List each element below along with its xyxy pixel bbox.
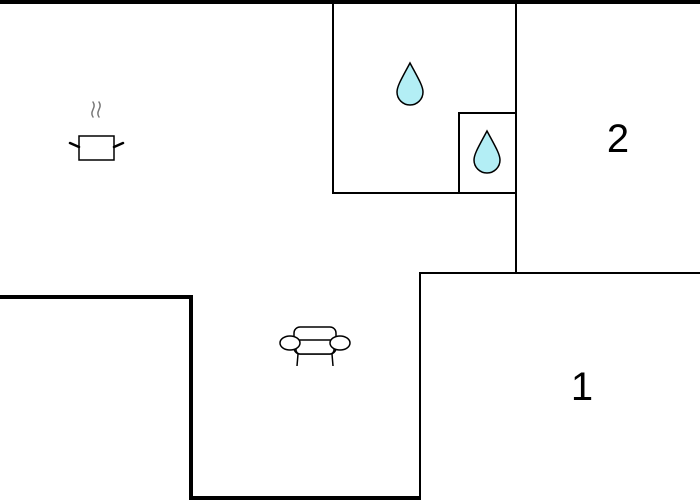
water-drop-icon [396,61,424,106]
room-number-2: 2 [607,117,629,161]
room-number-1: 1 [571,365,593,409]
armchair-icon [279,326,351,367]
toilet-water-drop-icon [473,129,501,174]
interior-walls [332,2,700,500]
cooking-pot-icon [68,101,125,161]
